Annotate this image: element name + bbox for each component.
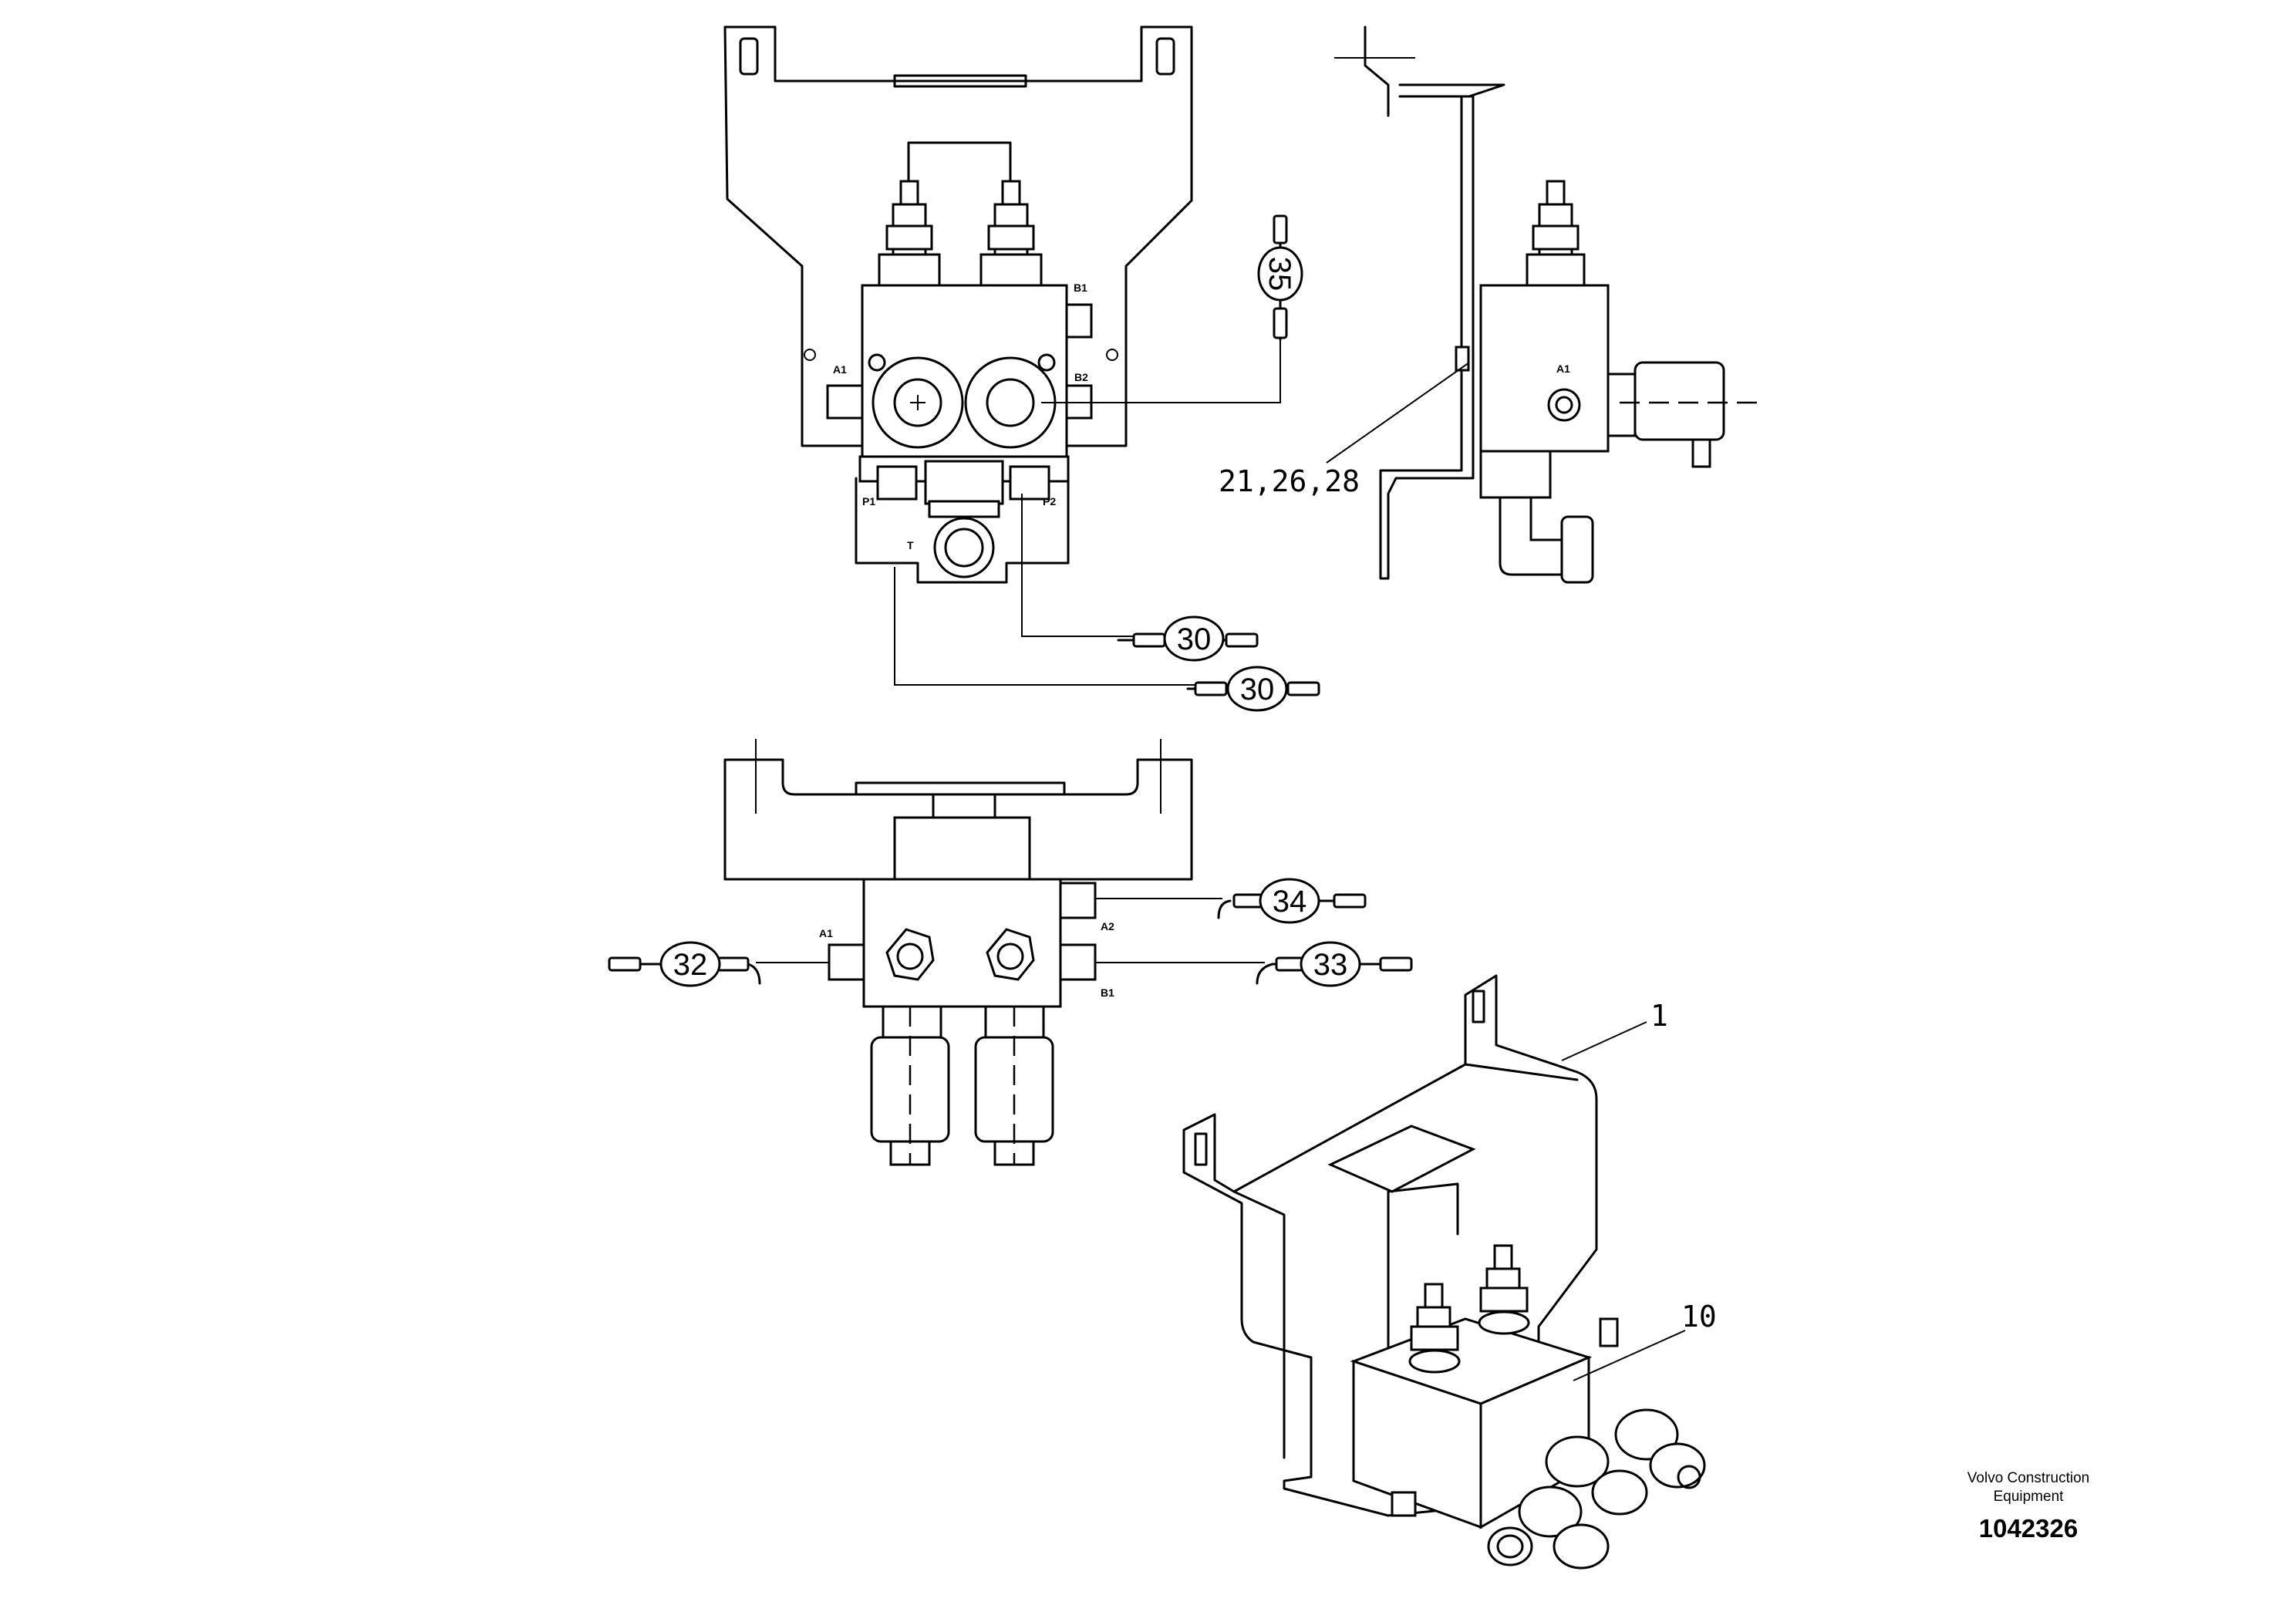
bolt-left [868,353,886,372]
iso-cartridge-1 [1545,1435,1648,1516]
side-valve-body [1479,284,1610,453]
side-fitting-a1 [1547,388,1581,422]
fitting-b1-top [1059,943,1097,981]
front-bracket [723,25,1193,447]
coil-wire [907,141,1012,183]
callout-30b-label: 30 [1240,673,1275,706]
hole-right [1106,349,1118,361]
company-line-1: Volvo Construction [1967,1470,2090,1486]
port-labels: A1 B1 B2 P1 P2 T A1 A1 A2 B1 [819,282,1570,999]
callout-32-label: 32 [673,948,708,982]
side-elbow [1499,496,1575,576]
front-bracket-slot-right [1155,37,1175,76]
top-view [723,739,1265,1166]
ref-bracket-label: 1 [1650,999,1668,1033]
front-bracket-plate [893,74,1027,88]
fitting-b1 [1065,303,1093,339]
side-cartridge [1633,361,1725,441]
side-solenoid [1526,180,1586,287]
ref-screws-label: 21,26,28 [1219,464,1360,498]
ref-valve-label: 10 [1681,1300,1717,1334]
title-block: Volvo Construction Equipment 1042326 [1913,1469,2144,1543]
callout-35-label: 35 [1263,257,1296,292]
callout-34-label: 34 [1273,885,1307,919]
iso-solenoid-right [1478,1244,1530,1335]
fitting-p1 [876,465,918,501]
port-top-t: T [907,539,914,551]
front-view [723,25,1281,686]
hole-left [804,349,816,361]
fitting-center [924,460,1004,505]
iso-bracket [1182,974,1598,1517]
port-bot-a2: A2 [1101,920,1114,932]
port-top-a1: A1 [833,363,847,376]
iso-plate [1327,1125,1476,1193]
iso-cartridge-3 [1518,1485,1610,1570]
illustration-number: 1042326 [1978,1514,2079,1543]
port-bot-a1: A1 [819,927,833,939]
callout-33: 33 [1300,941,1361,987]
callout-30b: 30 [1226,666,1288,712]
port-top-p1: P1 [862,495,875,508]
front-solenoid-right [979,180,1043,287]
callout-30a: 30 [1163,615,1225,662]
front-bracket-slot-left [739,37,759,76]
port-bot-b1: B1 [1101,986,1114,999]
tank-port [933,517,995,578]
port-top-p2: P2 [1043,495,1056,508]
isometric-view [1182,974,1706,1570]
callout-33-label: 33 [1313,948,1348,982]
iso-cartridge-2 [1614,1408,1706,1489]
top-bracket [723,758,1193,881]
fitting-a1-top [828,943,865,981]
company-line-2: Equipment [1993,1489,2064,1505]
side-view [1326,25,1766,584]
fitting-p2 [1009,465,1050,501]
bolt-right [1037,353,1056,372]
port-side-a1: A1 [1556,363,1570,375]
port-top-b2: B2 [1074,371,1088,383]
fitting-a2 [1059,882,1097,919]
fitting-a1 [826,384,864,420]
port-top-b1: B1 [1074,282,1087,294]
side-bracket [1379,95,1475,580]
hose-30a [1117,632,1259,648]
front-solenoid-left [878,180,941,287]
callout-30a-label: 30 [1177,622,1212,656]
callout-34: 34 [1259,878,1320,924]
iso-elbow [1487,1526,1533,1566]
front-bracket-foot [855,477,1070,584]
callout-32: 32 [659,941,721,987]
callout-35: 35 [1257,246,1303,302]
iso-solenoid-left [1408,1283,1461,1374]
side-bracket-top [1364,25,1390,117]
